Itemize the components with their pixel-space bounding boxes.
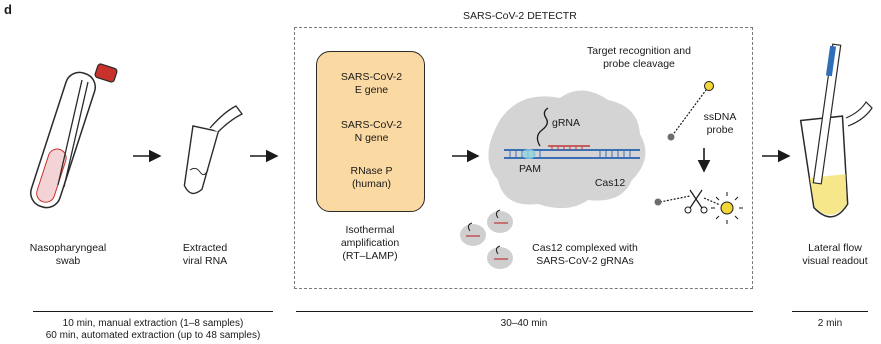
gene-e-line1: SARS-CoV-2 [340,71,403,83]
amp-label-line3: (RT–LAMP) [342,250,398,262]
timeline-readout-label: 2 min [817,318,843,329]
rna-tube-icon [183,105,243,195]
grna-label: gRNA [552,117,581,129]
cleaved-probe-icon [654,189,743,224]
lateral-flow-tube-icon [799,43,873,218]
timeline-extraction-line1: 10 min, manual extraction (1–8 samples) [62,318,244,329]
rna-label-line1: Extracted [182,242,228,254]
rna-label-line2: viral RNA [182,255,228,267]
timeline-detectr-line [296,311,753,312]
cas12-label: Cas12 [594,177,626,189]
swab-tube-icon [29,63,118,209]
gene-rnasep-line2: (human) [351,178,392,190]
timeline-extraction-line2: 60 min, automated extraction (up to 48 s… [45,330,261,341]
probe-label-line2: probe [706,124,734,136]
dna-strand-icon [504,107,640,159]
detectr-title: SARS-CoV-2 DETECTR [463,10,577,22]
probe-label-line1: ssDNA [703,111,737,123]
panel-letter: d [4,2,12,17]
detectr-dashed-box [294,27,753,289]
target-label-line1: Target recognition and [587,45,691,57]
complex-label-line2: SARS-CoV-2 gRNAs [536,255,634,267]
timeline-readout-line [792,311,868,312]
ssdna-probe-icon [667,81,714,141]
gene-targets-box: SARS-CoV-2 E gene SARS-CoV-2 N gene RNas… [316,51,425,212]
swab-label-line2: swab [55,255,81,267]
cas12-complexes-icon [460,209,513,269]
gene-n-line2: N gene [354,132,389,144]
amp-label-line2: amplification [340,237,400,249]
timeline-extraction-line [33,311,273,312]
timeline-detectr-label: 30–40 min [500,318,548,329]
target-label-line2: probe cleavage [603,58,675,70]
gene-n-line1: SARS-CoV-2 [340,119,403,131]
pam-label: PAM [519,163,541,175]
gene-e-line2: E gene [354,84,389,96]
gene-rnasep-line1: RNase P [350,165,393,177]
readout-label-line1: Lateral flow [808,242,862,254]
swab-label-line1: Nasopharyngeal [29,242,107,254]
readout-label-line2: visual readout [802,255,868,267]
complex-label-line1: Cas12 complexed with [532,242,638,254]
amp-label-line1: Isothermal [345,224,395,236]
